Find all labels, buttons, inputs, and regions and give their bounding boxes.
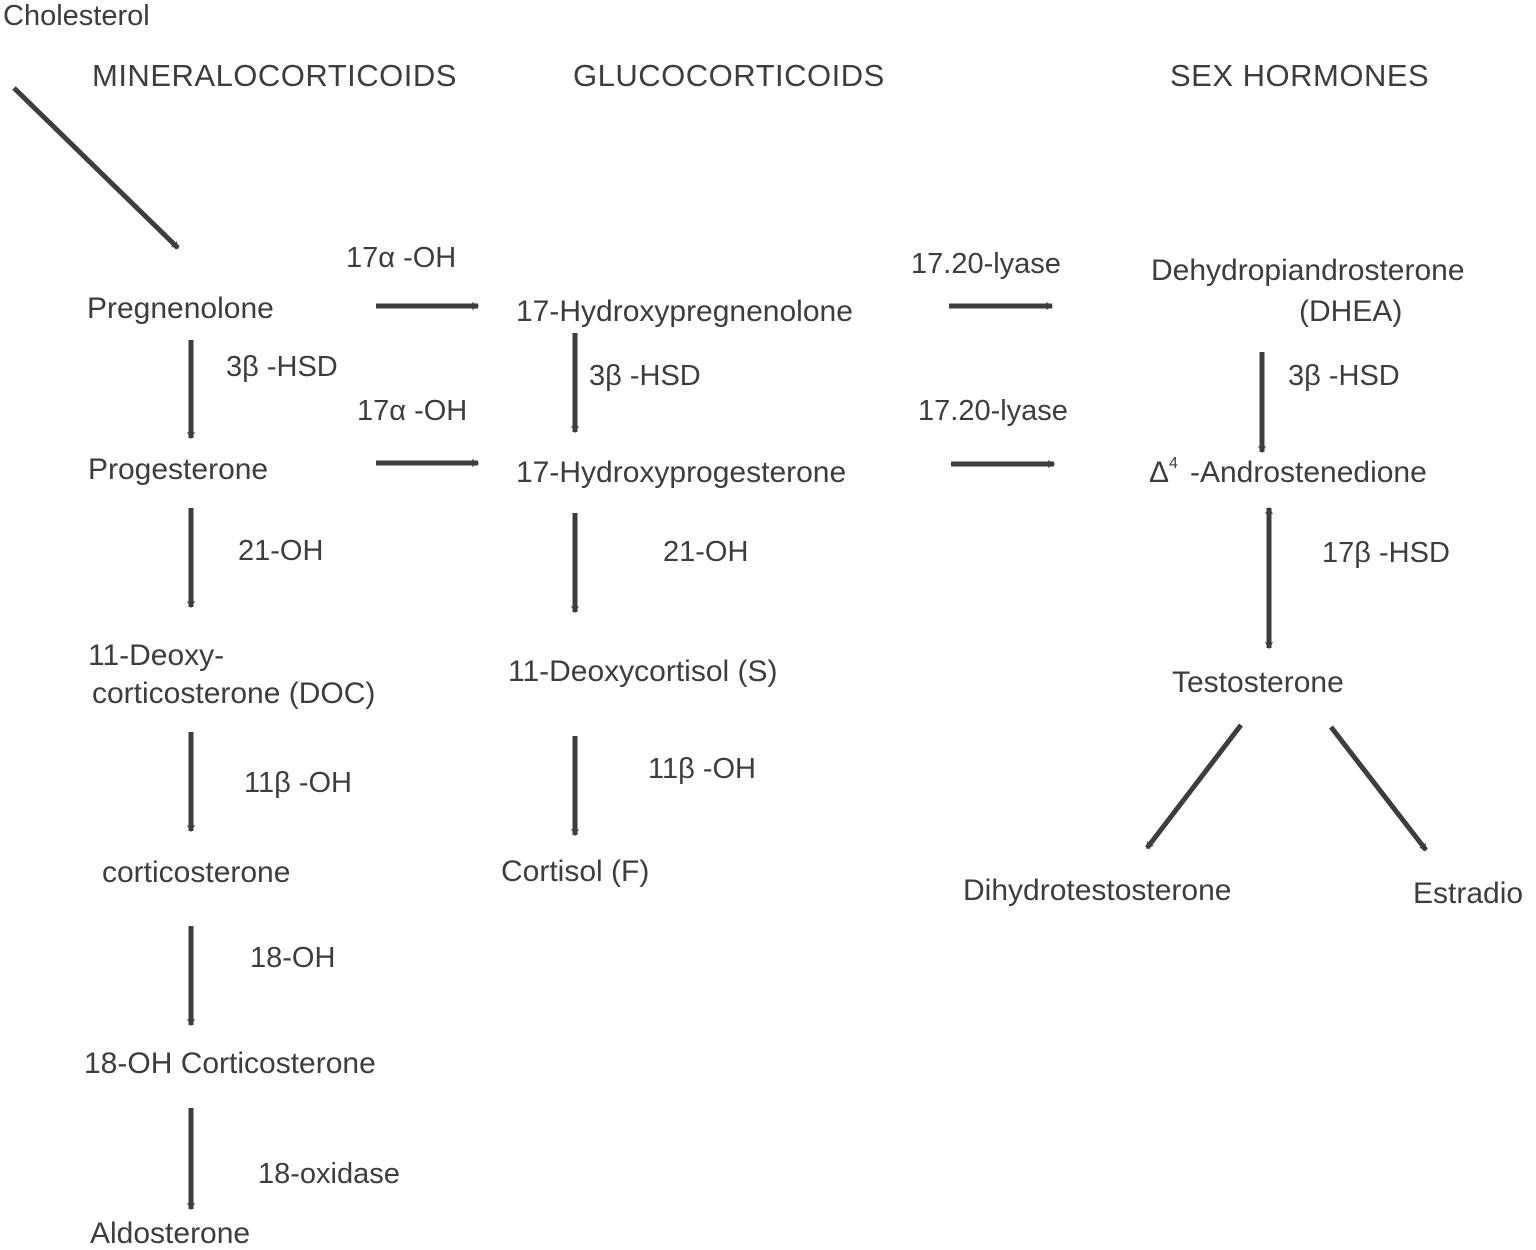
compound-18oh-corticosterone: 18-OH Corticosterone — [84, 1047, 376, 1080]
compound-dihydrotestosterone: Dihydrotestosterone — [963, 874, 1232, 907]
arrow-testosterone-to-dihydrotestosterone — [1145, 723, 1243, 850]
delta-symbol: Δ — [1149, 456, 1170, 489]
compound-doc-line1: 11-Deoxy- — [88, 639, 225, 672]
compound-pregnenolone: Pregnenolone — [87, 292, 274, 325]
compound-doc-line2: corticosterone (DOC) — [92, 677, 376, 710]
header-mineralocorticoids: MINERALOCORTICOIDS — [92, 58, 457, 93]
compound-17-hydroxyprogesterone: 17-Hydroxyprogesterone — [516, 456, 847, 489]
compound-corticosterone: corticosterone — [102, 856, 291, 889]
header-sex-hormones: SEX HORMONES — [1170, 58, 1430, 93]
header-glucocorticoids: GLUCOCORTICOIDS — [573, 58, 885, 93]
enzyme-21-oh-mid: 21-OH — [663, 536, 749, 568]
enzyme-17a-oh-mid: 17α -OH — [357, 395, 468, 427]
arrow-cholesterol-to-pregnenolone — [12, 86, 180, 250]
androstenedione-name: -Androstenedione — [1189, 456, 1427, 489]
compound-17-hydroxypregnenolone: 17-Hydroxypregnenolone — [516, 295, 853, 328]
cholesterol-label: Cholesterol — [3, 0, 150, 32]
compound-progesterone: Progesterone — [88, 453, 269, 486]
compound-androstenedione: Δ4 -Androstenedione — [1149, 455, 1427, 489]
enzyme-11b-oh-left: 11β -OH — [244, 767, 352, 799]
enzyme-17b-hsd: 17β -HSD — [1322, 537, 1450, 569]
compound-cortisol: Cortisol (F) — [501, 855, 650, 888]
compound-dhea-line1: Dehydropiandrosterone — [1151, 254, 1465, 287]
enzyme-17-20-lyase-mid: 17.20-lyase — [918, 395, 1068, 427]
enzyme-18-oxidase: 18-oxidase — [258, 1158, 400, 1190]
enzyme-11b-oh-mid: 11β -OH — [648, 753, 756, 785]
superscript-4: 4 — [1169, 455, 1178, 472]
compound-aldosterone: Aldosterone — [90, 1217, 251, 1250]
compound-11-deoxycortisol: 11-Deoxycortisol (S) — [508, 655, 778, 688]
enzyme-3b-hsd-left: 3β -HSD — [226, 351, 338, 383]
compound-dhea-line2: (DHEA) — [1299, 295, 1403, 328]
arrow-testosterone-to-estradiol — [1329, 725, 1428, 852]
enzyme-21-oh-left: 21-OH — [238, 535, 324, 567]
enzyme-17a-oh-top: 17α -OH — [346, 242, 457, 274]
enzyme-17-20-lyase-top: 17.20-lyase — [911, 248, 1061, 280]
enzyme-3b-hsd-mid: 3β -HSD — [589, 360, 701, 392]
enzyme-3b-hsd-right: 3β -HSD — [1288, 360, 1400, 392]
enzyme-18-oh: 18-OH — [250, 942, 336, 974]
compound-testosterone: Testosterone — [1172, 666, 1344, 699]
compound-estradiol: Estradio — [1413, 877, 1524, 910]
